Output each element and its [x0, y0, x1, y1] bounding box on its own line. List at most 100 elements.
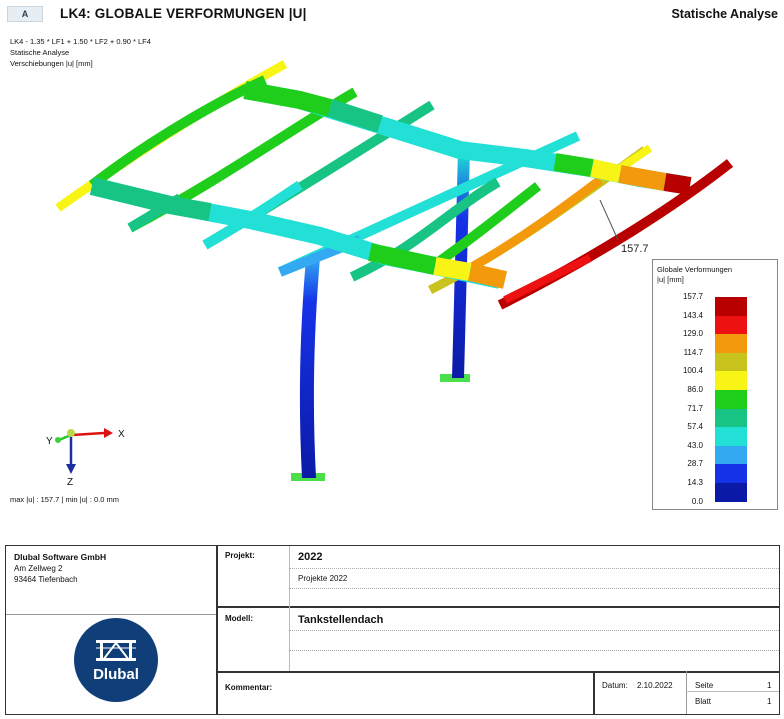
tb-divider-v1	[216, 546, 218, 714]
legend-color-swatch	[715, 371, 747, 390]
blatt-value: 1	[767, 697, 772, 706]
axis-z-label: Z	[67, 477, 74, 488]
legend-color-swatch	[715, 427, 747, 446]
purlin-7-hi	[503, 254, 592, 304]
datum-label: Datum:	[602, 681, 628, 690]
max-value-label: 157.7	[621, 243, 649, 255]
title-block: Dlubal Software GmbH Am Zellweg 2 93464 …	[5, 545, 780, 715]
legend-value-label: 143.4	[682, 310, 703, 320]
main-beam-back-end	[467, 263, 508, 289]
legend-value-label: 100.4	[682, 366, 703, 376]
kommentar-label: Kommentar:	[225, 683, 273, 692]
legend-row: 143.4	[653, 311, 777, 335]
legend-value-label: 43.0	[687, 440, 703, 450]
bridge-icon	[96, 640, 136, 661]
load-combination-text: LK4 - 1.35 * LF1 + 1.50 * LF2 + 0.90 * L…	[10, 37, 151, 46]
legend-row: 129.0	[653, 329, 777, 353]
logo-text: Dlubal	[93, 666, 139, 683]
company-city: 93464 Tiefenbach	[14, 575, 78, 584]
company-street: Am Zellweg 2	[14, 564, 63, 573]
legend-min-label: 0.0	[691, 497, 703, 506]
axis-origin-icon	[67, 429, 75, 437]
seite-label: Seite	[695, 681, 714, 690]
structure-deformation-view[interactable]: 157.7	[0, 30, 784, 530]
legend-row: 28.7	[653, 459, 777, 483]
tb-divider-h1	[216, 606, 779, 608]
result-quantity-text: Verschiebungen |u| [mm]	[10, 59, 93, 68]
legend-color-swatch	[715, 445, 747, 465]
legend-value-label: 57.4	[687, 422, 703, 432]
company-name: Dlubal Software GmbH	[14, 552, 107, 562]
tb-divider-h3	[686, 691, 779, 692]
legend-row: 71.7	[653, 404, 777, 428]
tb-dotline-2	[289, 588, 779, 589]
legend-title: Globale Verformungen |u| [mm]	[657, 265, 732, 285]
main-beam-front-r	[663, 173, 692, 195]
legend-row: 157.7	[653, 292, 777, 316]
legend-color-swatch	[715, 390, 747, 409]
tb-divider-v4	[686, 671, 687, 714]
legend-value-label: 114.7	[683, 347, 703, 357]
dlubal-logo: Dlubal	[74, 618, 158, 702]
main-beam-back-right	[368, 243, 437, 275]
main-beam-front-left	[243, 81, 333, 117]
projekt-label: Projekt:	[225, 551, 255, 560]
main-beam-front-mid	[327, 99, 383, 133]
legend-value-label: 71.7	[687, 403, 703, 413]
projekt-value: 2022	[298, 551, 323, 563]
tb-divider-v2	[289, 546, 290, 671]
seite-value: 1	[767, 681, 772, 690]
legend-row: 100.4	[653, 366, 777, 390]
tb-dotline-3	[289, 630, 779, 631]
legend-color-swatch	[715, 315, 747, 335]
tb-dotline-1	[289, 568, 779, 569]
modell-value: Tankstellendach	[298, 614, 384, 626]
legend-color-swatch	[715, 464, 747, 483]
legend-row: 114.7	[653, 348, 777, 372]
axis-x-line	[71, 431, 105, 437]
legend-color-swatch	[715, 297, 747, 316]
max-min-summary: max |u| : 157.7 | min |u| : 0.0 mm	[10, 495, 119, 504]
main-beam-back-left	[89, 177, 212, 221]
analysis-text: Statische Analyse	[10, 48, 70, 57]
legend-color-swatch	[715, 483, 747, 502]
legend-value-label: 28.7	[687, 459, 703, 469]
main-beam-back-tip	[433, 257, 472, 281]
legend-value-label: 86.0	[687, 385, 703, 394]
legend-title-text: Globale Verformungen	[657, 265, 733, 274]
legend-row: 14.3	[653, 478, 777, 502]
view-badge[interactable]: A	[7, 6, 43, 22]
legend-color-swatch	[715, 408, 747, 428]
axis-x-label: X	[118, 429, 125, 440]
legend-row: 57.4	[653, 422, 777, 446]
analysis-type-label: Statische Analyse	[671, 7, 778, 21]
main-beam-front-g	[553, 153, 594, 177]
page-title: LK4: GLOBALE VERFORMUNGEN |U|	[60, 6, 307, 21]
legend-color-swatch	[715, 352, 747, 372]
legend-value-label: 129.0	[682, 329, 703, 339]
tb-divider-logo	[6, 614, 216, 615]
axis-z-arrow	[66, 464, 76, 474]
main-beam-front-o	[618, 165, 667, 191]
legend-value-label: 157.7	[682, 292, 703, 301]
datum-value: 2.10.2022	[637, 681, 673, 690]
legend-value-label: 14.3	[687, 478, 703, 487]
axis-y-label: Y	[46, 436, 53, 447]
column-left	[299, 258, 320, 478]
max-leader-line	[599, 199, 619, 241]
modell-label: Modell:	[225, 614, 253, 623]
axis-x-arrow	[104, 428, 113, 438]
blatt-label: Blatt	[695, 697, 712, 706]
tb-divider-h2	[216, 671, 779, 673]
tb-dotline-4	[289, 650, 779, 651]
color-legend: Globale Verformungen |u| [mm] 157.7 143.4…	[652, 259, 778, 510]
legend-unit-text: |u| [mm]	[657, 275, 684, 284]
projekt-description: Projekte 2022	[298, 574, 348, 583]
legend-row: 43.0	[653, 441, 777, 465]
main-beam-front-y	[590, 159, 622, 183]
purlin-6-mid	[467, 176, 603, 272]
purlin-5	[349, 177, 501, 282]
axis-y-dot	[55, 437, 61, 443]
legend-row: 86.0	[653, 385, 777, 409]
legend-color-swatch	[715, 334, 747, 353]
